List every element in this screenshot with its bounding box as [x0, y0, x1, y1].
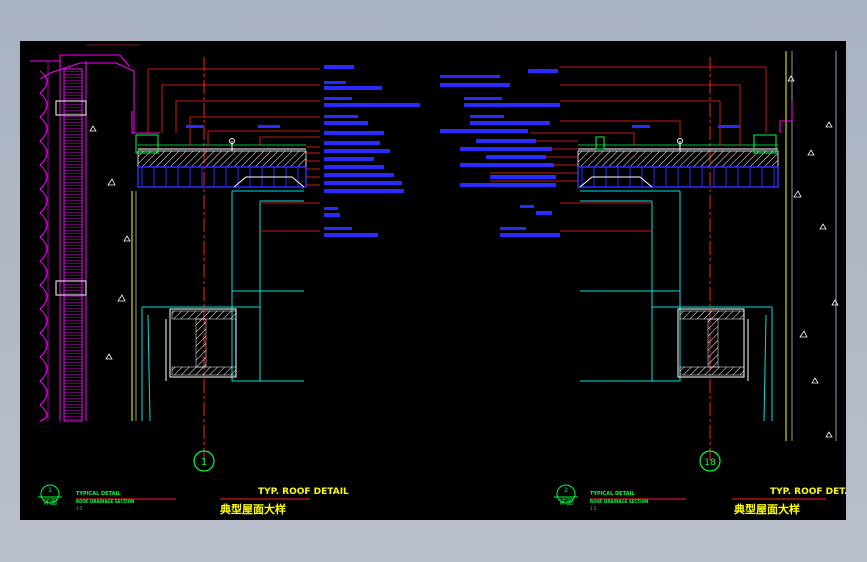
- roof-section-right: [577, 57, 779, 472]
- caption-scale-left: 1:5: [76, 506, 83, 511]
- title-en-right: TYP. ROOF DETAIL: [770, 487, 846, 497]
- title-cn-right: 典型屋面大样: [734, 502, 800, 516]
- annotation-text-left: [186, 65, 420, 237]
- wall-section-left: [30, 44, 140, 422]
- title-en-left: TYP. ROOF DETAIL: [258, 487, 349, 497]
- drawing-canvas: 1: [30, 44, 846, 516]
- axis-bubble-right: 18: [704, 458, 716, 468]
- wall-section-right: [779, 51, 837, 441]
- triangle-hatch-icon-right: [787, 75, 839, 438]
- title-block-left: [38, 484, 310, 504]
- title-block-right: [554, 484, 826, 504]
- stamp-number-right: 2: [564, 487, 568, 494]
- caption-line2-right: ROOF DRAINAGE SECTION: [590, 499, 648, 504]
- caption-line1-left: TYPICAL DETAIL: [76, 491, 121, 497]
- caption-line1-right: TYPICAL DETAIL: [590, 491, 635, 497]
- axis-bubble-left: 1: [201, 457, 207, 468]
- stamp-number-left: 1: [48, 487, 52, 494]
- triangle-hatch-icon: [89, 125, 131, 360]
- cad-viewport[interactable]: 1: [20, 41, 846, 520]
- roof-section-left: [131, 57, 307, 472]
- annotation-leaders-left: [147, 68, 320, 232]
- caption-line2-left: ROOF DRAINAGE SECTION: [76, 499, 134, 504]
- stamp-label-right: 详图: [559, 497, 573, 506]
- annotation-text-right: [440, 69, 740, 237]
- title-cn-left: 典型屋面大样: [220, 502, 286, 516]
- stamp-label-left: 详图: [43, 497, 57, 506]
- caption-scale-right: 1:5: [590, 506, 597, 511]
